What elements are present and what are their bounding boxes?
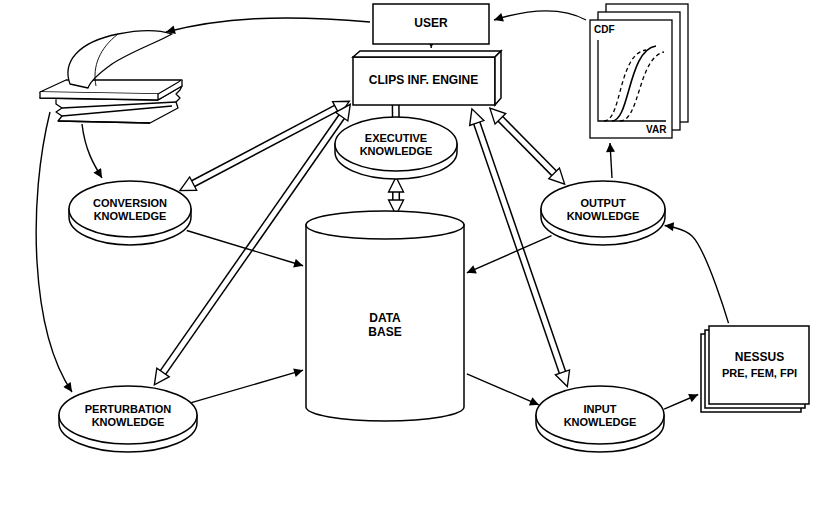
flow-arrow [187,230,303,265]
arrow-line [187,230,303,265]
program-box: NESSUS PRE, FEM, FPI [700,325,810,413]
turbine-blade-illustration [40,31,182,123]
node-label: CLIPS INF. ENGINE [369,74,478,88]
chart-page [590,20,672,138]
flow-arrow [610,143,612,178]
node-text-area: NESSUS PRE, FEM, FPI [700,325,810,413]
node-label: OUTPUT KNOWLEDGE [567,197,640,222]
knowledge-base-disk-part [335,117,457,171]
node-label: CONVERSION KNOWLEDGE [93,197,167,222]
cdf-bound-curve [620,52,664,121]
knowledge-base-disk: INPUT KNOWLEDGE [535,385,665,455]
hollow-double-arrow [500,119,554,174]
knowledge-base-disk: OUTPUT KNOWLEDGE [540,180,666,248]
program-box-part [709,326,809,404]
flow-arrow [467,374,539,405]
flow-arrow [82,124,102,178]
user-box: USER [372,3,490,45]
database-cylinder: DATA BASE [305,210,465,422]
arrow-line [664,395,698,410]
flow-arrow [191,370,303,403]
node-label: PERTURBATION KNOWLEDGE [85,403,172,428]
hollow-arrow-outline [193,108,336,183]
inference-engine-box-part [495,51,501,105]
node-label: INPUT KNOWLEDGE [564,403,637,428]
hollow-arrow-body [394,192,399,200]
flow-arrow [665,226,729,324]
database-cylinder-part [306,211,464,239]
knowledge-base-disk-part [541,181,665,237]
node-text-area: CLIPS INF. ENGINE [352,50,502,106]
node-label: USER [414,17,447,31]
arrow-line [467,374,539,405]
blade-root-lobe [58,102,176,123]
arrow-line [431,47,432,48]
knowledge-base-disk: CONVERSION KNOWLEDGE [68,180,192,248]
flow-arrow [431,47,432,48]
hollow-double-arrow [193,108,336,183]
arrow-line [665,226,729,324]
knowledge-base-disk: EXECUTIVE KNOWLEDGE [334,116,458,182]
inference-engine-box-part [353,57,495,105]
node-label: PRE, FEM, FPI [722,367,797,380]
blade-airfoil-edge [95,34,118,86]
knowledge-base-disk-part [536,386,664,444]
hollow-arrow-outline [500,119,554,174]
node-text-area: PERTURBATION KNOWLEDGE [58,385,198,455]
flow-arrow [166,18,370,32]
cdf-chart-illustration [590,4,688,138]
arrow-line [467,236,552,273]
node-text-area: USER [372,3,490,45]
node-text-area: OUTPUT KNOWLEDGE [540,180,666,248]
node-label: DATA BASE [368,312,401,340]
hollow-arrow-body [193,108,336,183]
inference-engine-box-part [353,51,501,57]
arrow-line [191,370,303,403]
database-cylinder-part [306,225,464,421]
axis-label: CDF [594,24,615,35]
hollow-arrow-body [500,119,554,174]
node-text-area: DATA BASE [305,210,465,422]
node-label: NESSUS [735,351,784,365]
knowledge-base-disk-part [69,181,191,237]
cdf-bound-curve [604,50,646,121]
inference-engine-box: CLIPS INF. ENGINE [352,50,502,106]
user-box-part [373,4,489,44]
flow-arrow [494,11,586,20]
blade-airfoil [68,31,172,88]
flow-arrow [36,112,72,392]
axis-label: VAR [646,124,666,135]
hollow-double-arrow [396,192,397,200]
chart-axes [598,40,666,121]
node-text-area: INPUT KNOWLEDGE [535,385,665,455]
hollow-arrow-body [477,123,563,372]
node-text-area: CONVERSION KNOWLEDGE [68,180,192,248]
knowledge-base-disk: PERTURBATION KNOWLEDGE [58,385,198,455]
flow-arrow [467,236,552,273]
knowledge-base-disk-part [59,386,197,444]
flow-arrow [664,395,698,410]
hollow-arrow-outline [392,192,400,200]
node-text-area: EXECUTIVE KNOWLEDGE [334,116,458,182]
node-label: EXECUTIVE KNOWLEDGE [360,132,433,157]
hollow-arrow-outline [477,123,563,372]
blade-platform-side [40,80,182,100]
hollow-double-arrow [477,123,563,372]
blade-platform [40,80,182,94]
